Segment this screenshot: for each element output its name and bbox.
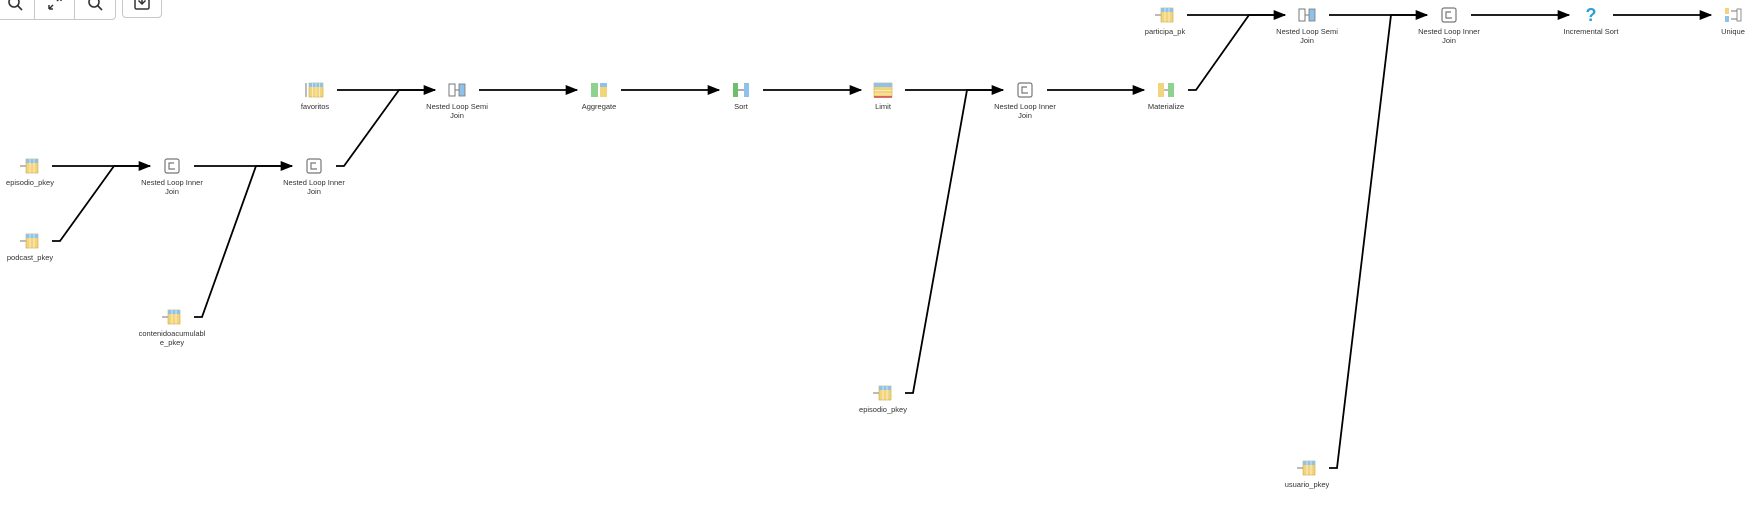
plan-node-episodio_pkey2[interactable]: episodio_pkey <box>859 385 907 414</box>
unique-icon <box>1725 8 1742 22</box>
node-label: Nested Loop Inner <box>994 102 1056 111</box>
toolbar <box>0 0 162 20</box>
node-label: episodio_pkey <box>6 178 54 187</box>
node-label: participa_pk <box>1145 27 1186 36</box>
plan-node-episodio_pkey1[interactable]: episodio_pkey <box>6 158 54 187</box>
plan-node-unique[interactable]: Unique <box>1721 8 1745 36</box>
index-scan-icon <box>1297 460 1316 476</box>
plan-node-limit[interactable]: Limit <box>873 82 893 111</box>
node-label: Join <box>1442 36 1456 45</box>
index-scan-icon <box>162 309 181 325</box>
svg-text:?: ? <box>1586 5 1597 25</box>
inner-join-icon <box>1017 82 1033 98</box>
question-icon: ? <box>1586 5 1597 25</box>
plan-node-materialize[interactable]: Materialize <box>1148 83 1184 111</box>
magnifier-icon <box>88 0 103 11</box>
seq-scan-icon <box>305 82 324 98</box>
node-label: contenidoacumulabl <box>139 329 206 338</box>
edge-contenido_pkey-to-nlij2 <box>194 165 292 318</box>
materialize-icon <box>1158 83 1174 97</box>
fit-button[interactable] <box>35 0 75 19</box>
node-label: Materialize <box>1148 102 1184 111</box>
node-label: Join <box>450 111 464 120</box>
node-label: Nested Loop Semi <box>1276 27 1338 36</box>
node-label: favoritos <box>301 102 330 111</box>
node-label: Incremental Sort <box>1563 27 1619 36</box>
download-icon <box>134 0 150 10</box>
node-label: podcast_pkey <box>7 253 54 262</box>
edge-nlij2-to-nlsj1 <box>336 89 435 167</box>
node-label: e_pkey <box>160 338 184 347</box>
edges-layer <box>52 9 1713 469</box>
plan-node-usuario_pkey[interactable]: usuario_pkey <box>1285 460 1330 489</box>
node-label: Join <box>1300 36 1314 45</box>
zoom-out-button[interactable] <box>75 0 115 19</box>
index-scan-icon <box>1155 7 1174 23</box>
index-scan-icon <box>20 158 39 174</box>
plan-node-aggregate[interactable]: Aggregate <box>582 83 617 111</box>
sort-icon <box>733 83 749 97</box>
node-label: Nested Loop Inner <box>141 178 203 187</box>
index-scan-icon <box>873 385 892 401</box>
node-label: episodio_pkey <box>859 405 907 414</box>
node-label: Nested Loop Semi <box>426 102 488 111</box>
plan-node-incsort[interactable]: ? Incremental Sort <box>1563 5 1619 36</box>
edge-episodio_pkey2-to-nlij_b <box>905 89 1003 394</box>
edge-podcast_pkey-to-nlij1 <box>52 165 150 242</box>
plan-node-sort[interactable]: Sort <box>733 83 749 111</box>
node-label: Join <box>165 187 179 196</box>
edge-usuario_pkey-to-nlij3 <box>1329 14 1427 469</box>
download-button[interactable] <box>122 0 162 18</box>
inner-join-icon <box>306 158 322 174</box>
node-label: Sort <box>734 102 749 111</box>
inner-join-icon <box>1441 7 1457 23</box>
limit-icon <box>873 82 893 98</box>
index-scan-icon <box>20 233 39 249</box>
zoom-controls <box>0 0 116 20</box>
semi-join-icon <box>1298 8 1316 22</box>
node-label: Join <box>307 187 321 196</box>
node-label: Nested Loop Inner <box>1418 27 1480 36</box>
node-label: Nested Loop Inner <box>283 178 345 187</box>
semi-join-icon <box>448 83 466 97</box>
edge-materialize-to-nlsj2 <box>1188 14 1285 91</box>
node-label: Aggregate <box>582 102 617 111</box>
node-label: Limit <box>875 102 892 111</box>
magnifier-icon <box>7 0 23 11</box>
plan-node-podcast_pkey[interactable]: podcast_pkey <box>7 233 54 262</box>
zoom-in-button[interactable] <box>0 0 35 19</box>
expand-arrows-icon <box>47 0 62 10</box>
node-label: Join <box>1018 111 1032 120</box>
node-label: Unique <box>1721 27 1745 36</box>
node-label: usuario_pkey <box>1285 480 1330 489</box>
plan-node-favoritos[interactable]: favoritos <box>301 82 330 111</box>
plan-node-participa_pk[interactable]: participa_pk <box>1145 7 1186 36</box>
inner-join-icon <box>164 158 180 174</box>
aggregate-icon <box>591 83 607 97</box>
